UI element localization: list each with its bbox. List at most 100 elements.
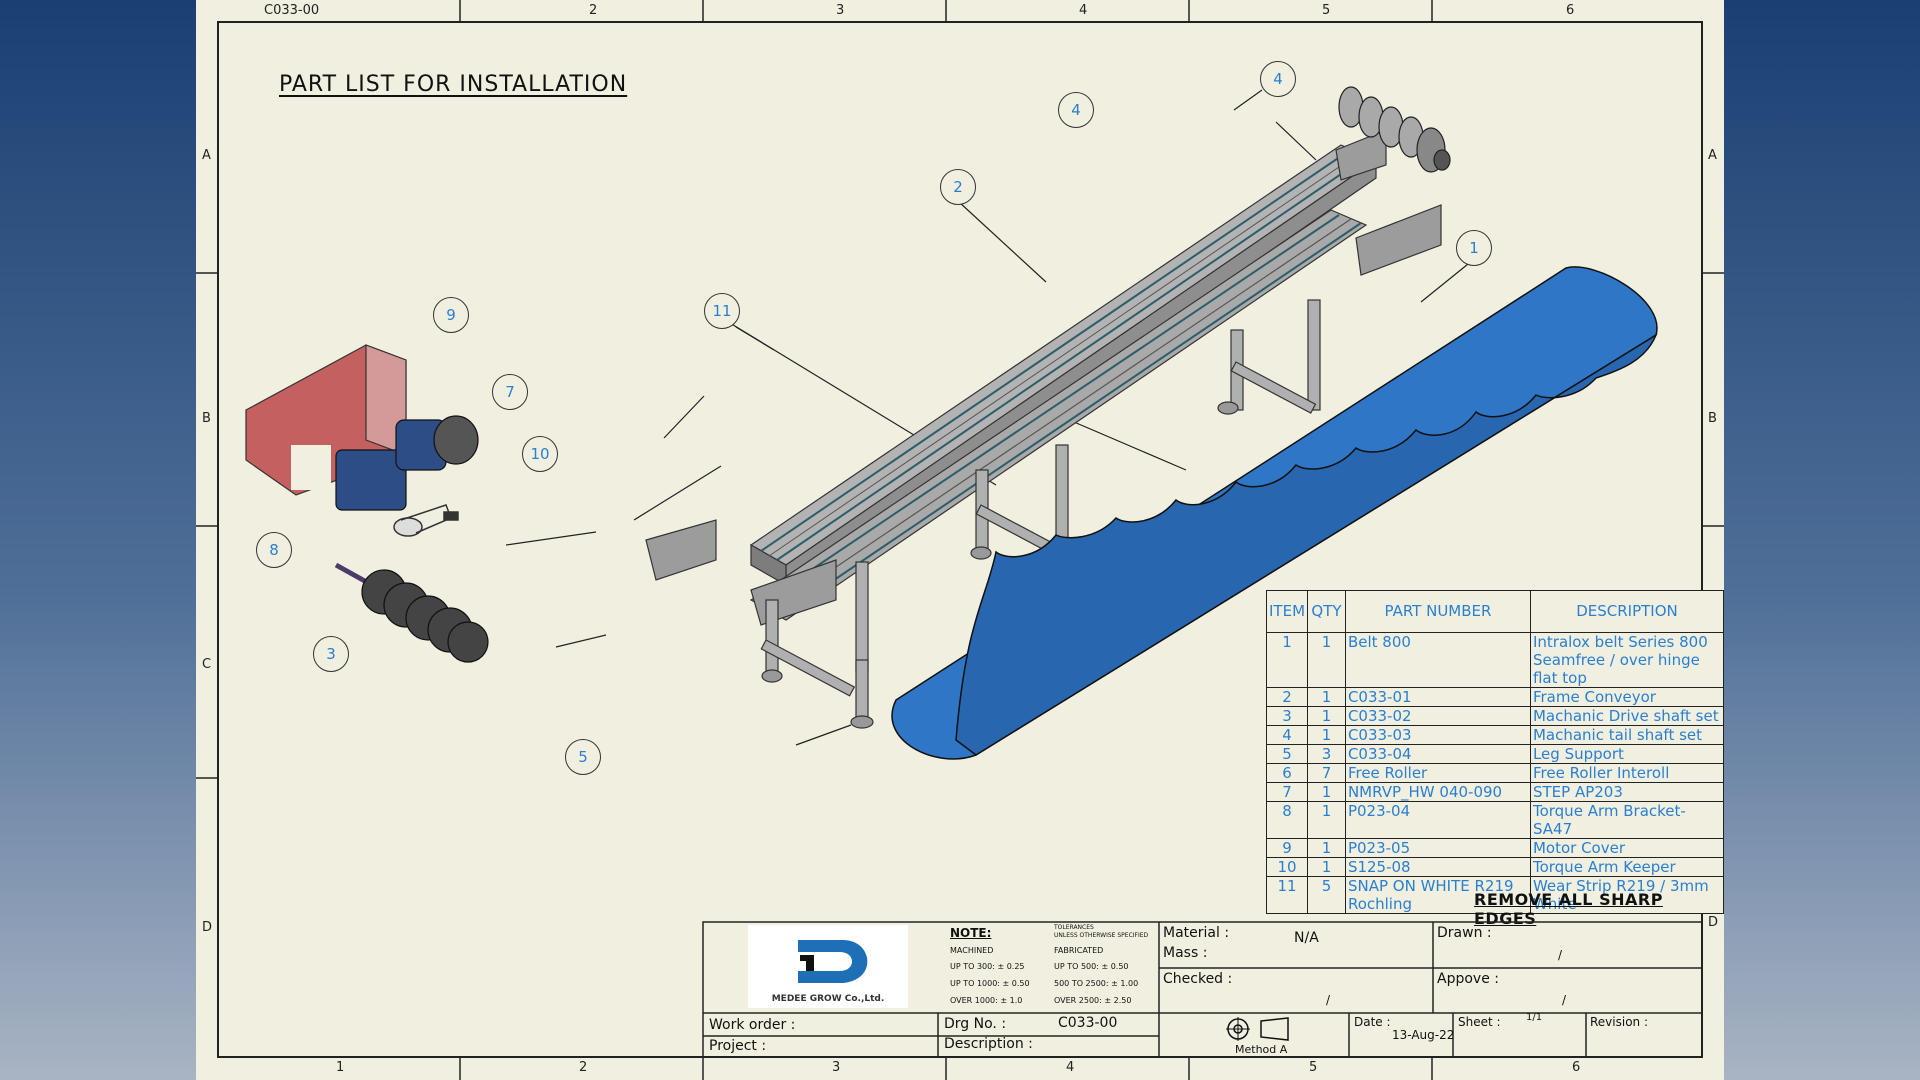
balloon-item-10: 10 — [522, 436, 558, 472]
date-value: 13-Aug-22 — [1392, 1028, 1455, 1042]
sheet-value: 1/1 — [1526, 1012, 1543, 1023]
drawing-title: PART LIST FOR INSTALLATION — [279, 72, 628, 97]
method-label: Method A — [1235, 1043, 1288, 1056]
header-item: ITEM — [1265, 590, 1309, 633]
cell-description: Machanic tail shaft set — [1529, 725, 1725, 745]
zone-column-label: 3 — [836, 3, 845, 18]
zone-row-label: C — [202, 657, 212, 672]
torque-arm — [393, 504, 459, 537]
description-line: Seamfree / over hinge flat top — [1532, 651, 1700, 687]
remove-sharp-edges-note: REMOVE ALL SHARP EDGES — [1474, 890, 1663, 928]
header-description: DESCRIPTION — [1529, 590, 1725, 633]
balloon-item-7: 7 — [492, 374, 528, 410]
description-line: Intralox belt Series 800 — [1532, 633, 1708, 651]
zone-row-label: A — [202, 148, 211, 163]
motor-gearbox — [335, 415, 479, 511]
cell-description: Wear Strip R219 / 3mm White — [1529, 876, 1725, 914]
balloon-item-1: 1 — [1456, 230, 1492, 266]
zone-row-label: D — [1708, 915, 1719, 930]
cell-part-number: SNAP ON WHITE R219 Rochling — [1344, 876, 1531, 914]
assembly-drawing — [196, 0, 1724, 1080]
zone-column-label: 5 — [1309, 1060, 1318, 1075]
cell-item: 2 — [1265, 687, 1309, 707]
cell-qty: 1 — [1307, 632, 1346, 688]
balloon-item-3: 3 — [313, 636, 349, 672]
belt — [891, 266, 1658, 760]
balloon-item-8: 8 — [256, 532, 292, 568]
machined-tol: UP TO 1000: ± 0.50 — [950, 979, 1030, 988]
company-logo: MEDEE GROW Co.,Ltd. — [748, 925, 908, 1008]
cell-part-number: Free Roller — [1344, 763, 1531, 783]
zone-row-label: D — [202, 920, 213, 935]
fabricated-label: FABRICATED — [1054, 946, 1104, 955]
material-label: Material : — [1163, 925, 1230, 941]
project-label: Project : — [709, 1038, 767, 1054]
header-qty: QTY — [1307, 590, 1346, 633]
fabricated-tol: 500 TO 2500: ± 1.00 — [1054, 979, 1139, 988]
balloon-item-2: 2 — [940, 169, 976, 205]
zone-column-label: 2 — [589, 3, 598, 18]
drawing-code-label: C033-00 — [264, 3, 320, 18]
cell-description: Torque Arm Keeper — [1529, 857, 1725, 877]
zone-column-label: 4 — [1066, 1060, 1075, 1075]
note-label: NOTE: — [950, 926, 992, 940]
parts-list-table: ITEM QTY PART NUMBER DESCRIPTION 1 1 Bel… — [1265, 590, 1725, 914]
balloon-item-5: 5 — [565, 739, 601, 775]
appove-label: Appove : — [1437, 971, 1499, 987]
mass-label: Mass : — [1163, 945, 1208, 961]
tail-shaft — [1338, 86, 1451, 173]
company-name: MEDEE GROW Co.,Ltd. — [771, 994, 885, 1004]
cell-item: 5 — [1265, 744, 1309, 764]
checked-slash: / — [1326, 993, 1331, 1007]
drg-no-label: Drg No. : — [944, 1016, 1007, 1032]
drawn-label: Drawn : — [1437, 925, 1492, 941]
cell-item: 10 — [1265, 857, 1309, 877]
drive-shaft — [334, 562, 489, 663]
drawing-sheet: C033-00 2 3 4 5 6 1 2 3 4 5 6 A B C D A … — [196, 0, 1725, 1080]
projection-symbol-icon — [1226, 1017, 1289, 1041]
table-header-row: ITEM QTY PART NUMBER DESCRIPTION — [1265, 590, 1725, 633]
zone-row-label: B — [202, 411, 211, 426]
revision-label: Revision : — [1590, 1015, 1649, 1029]
fabricated-tol: OVER 2500: ± 2.50 — [1054, 996, 1132, 1005]
zone-column-label: 6 — [1572, 1060, 1581, 1075]
header-part-number: PART NUMBER — [1344, 590, 1531, 633]
logo-mark-icon — [798, 940, 868, 983]
description-label: Description : — [944, 1036, 1033, 1052]
zone-column-label: 6 — [1566, 3, 1575, 18]
drg-no-value: C033-00 — [1058, 1015, 1118, 1031]
tolerances-sub: UNLESS OTHERWISE SPECIFIED — [1054, 932, 1149, 939]
cell-qty: 5 — [1307, 876, 1346, 914]
zone-column-label: 1 — [336, 1060, 345, 1075]
zone-row-label: A — [1708, 148, 1717, 163]
fabricated-tol: UP TO 500: ± 0.50 — [1054, 962, 1129, 971]
sheet-label: Sheet : — [1458, 1015, 1501, 1029]
cell-qty: 1 — [1307, 801, 1346, 839]
date-label: Date : — [1354, 1015, 1391, 1029]
zone-column-label: 3 — [832, 1060, 841, 1075]
zone-row-label: B — [1708, 411, 1717, 426]
appove-slash: / — [1562, 993, 1567, 1007]
balloon-item-4: 4 — [1058, 92, 1094, 128]
tolerances-label: TOLERANCES — [1054, 924, 1094, 931]
zone-column-label: 4 — [1079, 3, 1088, 18]
checked-label: Checked : — [1163, 971, 1233, 987]
balloon-item-9: 9 — [433, 297, 469, 333]
cell-part-number: C033-04 — [1344, 744, 1531, 764]
machined-label: MACHINED — [950, 946, 994, 955]
machined-tol: UP TO 300: ± 0.25 — [950, 962, 1025, 971]
cell-item: 8 — [1265, 801, 1309, 839]
cell-item: 11 — [1265, 876, 1309, 914]
title-block-grid — [702, 921, 1703, 1058]
machined-tol: OVER 1000: ± 1.0 — [950, 996, 1023, 1005]
cell-part-number: P023-05 — [1344, 838, 1531, 858]
balloon-item-11: 11 — [704, 293, 740, 329]
legs — [760, 299, 1321, 729]
